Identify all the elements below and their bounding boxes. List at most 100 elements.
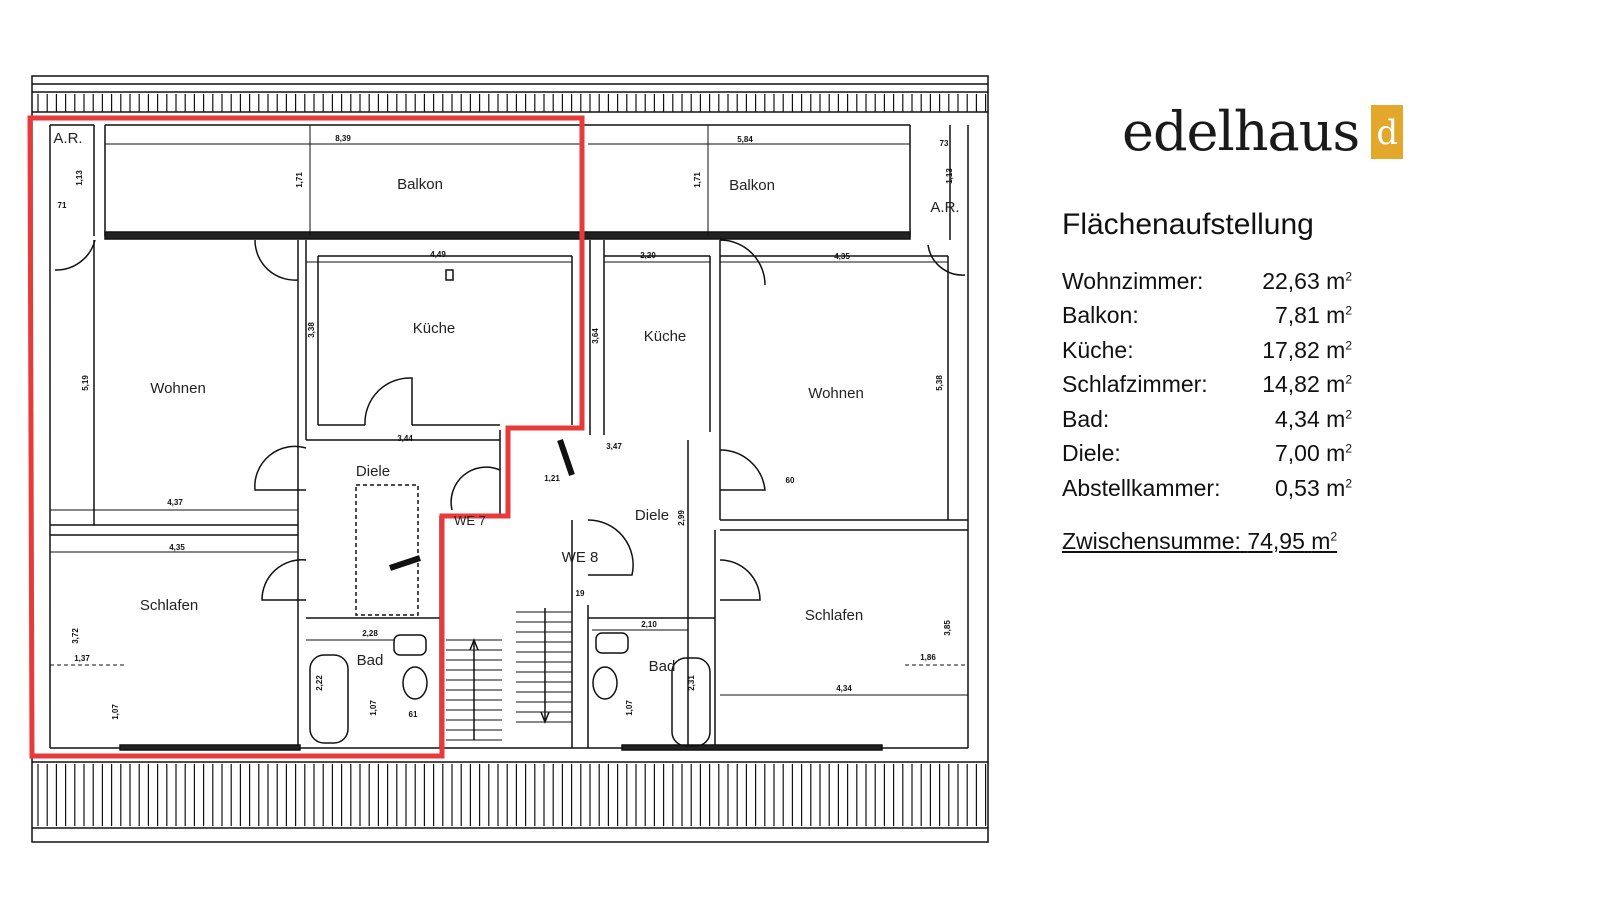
unit: m xyxy=(1326,302,1346,329)
dimension-label: 5,84 xyxy=(737,135,753,144)
brand-logo: edelhaus d xyxy=(1122,100,1404,163)
room-label: Wohnen xyxy=(808,385,864,402)
room-label: A.R. xyxy=(930,199,959,216)
area-value: 7,81 m2 xyxy=(1267,302,1352,329)
room-label: WE 8 xyxy=(562,549,599,566)
dimension-label: 4,35 xyxy=(834,252,850,261)
dimension-label: 2,31 xyxy=(687,675,696,691)
unit-exponent: 2 xyxy=(1345,476,1352,491)
dimension-label: 3,64 xyxy=(591,328,600,344)
area-label: Balkon: xyxy=(1062,302,1139,329)
dimension-label: 1,13 xyxy=(945,168,954,184)
dimension-label: 1,07 xyxy=(369,700,378,716)
area-label: Abstellkammer: xyxy=(1062,474,1221,501)
floor-plan: Balkon Balkon Küche Küche Wohnen Wohnen … xyxy=(27,75,989,843)
dimension-label: 73 xyxy=(940,139,949,148)
unit-exponent: 2 xyxy=(1345,338,1352,353)
area-value: 0,53 m2 xyxy=(1267,475,1352,502)
area-number: 22,63 xyxy=(1262,267,1320,294)
room-label: Balkon xyxy=(397,176,443,193)
area-value: 4,34 m2 xyxy=(1267,406,1352,433)
apartment-highlight-outline xyxy=(27,115,585,759)
summary-title: Flächenaufstellung xyxy=(1062,208,1314,241)
dimension-label: 1,13 xyxy=(75,170,84,186)
dimension-label: 1,07 xyxy=(111,704,120,720)
brand-mark-letter: d xyxy=(1376,112,1399,153)
dimension-label: 4,49 xyxy=(430,250,446,259)
area-label: Diele: xyxy=(1062,440,1121,467)
dimension-label: 2,28 xyxy=(362,629,378,638)
unit: m xyxy=(1326,371,1346,398)
dimension-label: 2,10 xyxy=(641,620,657,629)
dimension-label: 1,07 xyxy=(625,700,634,716)
dimension-label: 3,47 xyxy=(606,442,622,451)
area-number: 17,82 xyxy=(1262,336,1320,363)
area-label: Schlafzimmer: xyxy=(1062,371,1208,398)
dimension-label: 1,71 xyxy=(295,172,304,188)
area-row: Bad: 4,34 m2 xyxy=(1062,402,1352,437)
area-label: Bad: xyxy=(1062,405,1110,432)
dimension-label: 3,38 xyxy=(307,322,316,338)
dimension-label: 5,19 xyxy=(81,375,90,391)
area-number: 0,53 xyxy=(1274,474,1320,501)
area-value: 22,63 m2 xyxy=(1254,268,1352,295)
area-label: Küche: xyxy=(1062,336,1134,363)
area-row: Abstellkammer: 0,53 m2 xyxy=(1062,471,1352,506)
unit: m xyxy=(1326,336,1346,363)
room-label: Schlafen xyxy=(140,597,198,614)
unit-exponent: 2 xyxy=(1345,303,1352,318)
area-row: Diele: 7,00 m2 xyxy=(1062,437,1352,472)
room-label: Bad xyxy=(357,652,384,669)
unit-exponent: 2 xyxy=(1345,441,1352,456)
area-row: Wohnzimmer: 22,63 m2 xyxy=(1062,264,1352,299)
unit: m xyxy=(1326,440,1346,467)
dimension-label: 1,86 xyxy=(920,653,936,662)
dimension-label: 2,20 xyxy=(640,251,656,260)
walls xyxy=(49,124,969,751)
area-row: Balkon: 7,81 m2 xyxy=(1062,299,1352,334)
area-row: Schlafzimmer: 14,82 m2 xyxy=(1062,368,1352,403)
dimension-label: 8,39 xyxy=(335,134,351,143)
dimension-label: 3,85 xyxy=(943,620,952,636)
dimension-label: 4,35 xyxy=(169,543,185,552)
room-label: Schlafen xyxy=(805,607,863,624)
unit-exponent: 2 xyxy=(1345,407,1352,422)
room-label: A.R. xyxy=(53,130,82,147)
area-value: 14,82 m2 xyxy=(1254,371,1352,398)
area-value: 17,82 m2 xyxy=(1254,337,1352,364)
roof-hatch-bottom xyxy=(37,764,987,826)
subtotal-value: 74,95 xyxy=(1247,527,1305,554)
dimension-label: 1,21 xyxy=(544,474,560,483)
room-label: Bad xyxy=(649,658,676,675)
area-value: 7,00 m2 xyxy=(1267,440,1352,467)
room-label: Balkon xyxy=(729,177,775,194)
unit-exponent: 2 xyxy=(1330,528,1338,543)
dimension-label: 5,38 xyxy=(935,375,944,391)
brand-mark-icon: d xyxy=(1371,104,1404,159)
dimension-label: 19 xyxy=(576,589,585,598)
area-label: Wohnzimmer: xyxy=(1062,267,1204,294)
roof-hatch-top xyxy=(37,94,987,112)
room-label: Diele xyxy=(635,507,669,524)
unit-exponent: 2 xyxy=(1345,269,1352,284)
unit: m xyxy=(1326,474,1346,501)
dimension-label: 3,44 xyxy=(397,434,413,443)
dimension-label: 2,22 xyxy=(315,675,324,691)
area-row: Küche: 17,82 m2 xyxy=(1062,333,1352,368)
dimension-label: 60 xyxy=(786,476,795,485)
area-number: 4,34 xyxy=(1274,405,1320,432)
dimension-label: 71 xyxy=(58,201,67,210)
dimension-label: 4,37 xyxy=(167,498,183,507)
room-label: Küche xyxy=(644,328,687,345)
room-label: Küche xyxy=(413,320,456,337)
area-number: 14,82 xyxy=(1262,371,1320,398)
dimension-label: 1,71 xyxy=(693,172,702,188)
dimension-label: 2,99 xyxy=(677,510,686,526)
dimension-label: 1,37 xyxy=(74,654,90,663)
unit-exponent: 2 xyxy=(1345,372,1352,387)
dimension-label: 61 xyxy=(409,710,418,719)
dimension-label: 4,34 xyxy=(836,684,852,693)
room-label: WE 7 xyxy=(454,513,486,528)
brand-name: edelhaus xyxy=(1122,100,1360,163)
